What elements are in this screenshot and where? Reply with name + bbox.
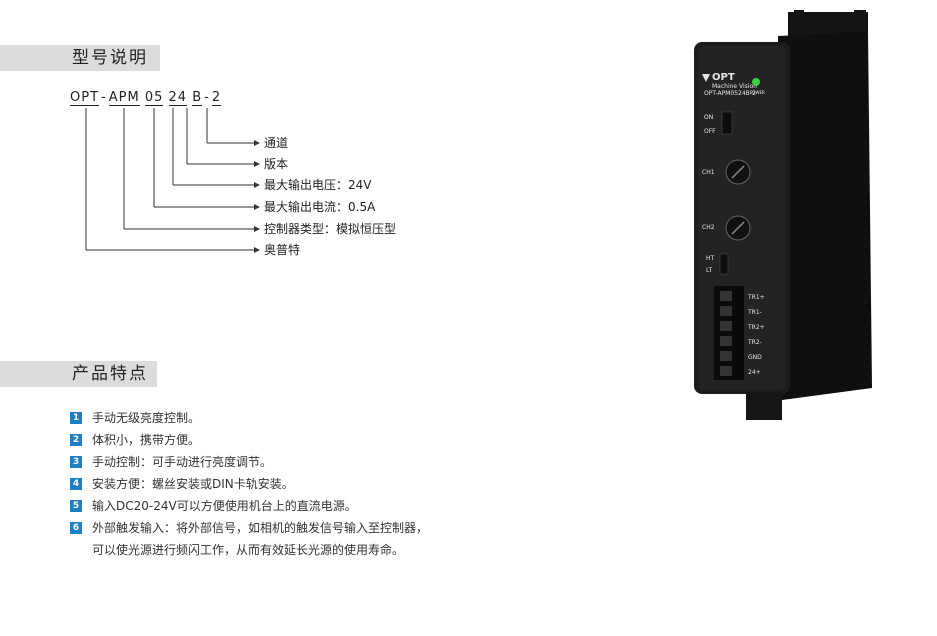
feature-text: 体积小，携带方便。 bbox=[92, 433, 201, 447]
feature-text: 输入DC20-24V可以方便使用机台上的直流电源。 bbox=[92, 499, 357, 513]
terminal-label: TR2- bbox=[747, 339, 762, 346]
ch2-label: CH2 bbox=[702, 224, 715, 231]
model-part-current: 05 bbox=[144, 90, 164, 106]
feature-text: 可以使光源进行频闪工作，从而有效延长光源的使用寿命。 bbox=[92, 543, 405, 557]
model-separator: - bbox=[204, 90, 210, 105]
power-label: POWER bbox=[750, 90, 765, 95]
model-section-header: 型号说明 bbox=[0, 45, 160, 71]
feature-item: 2 体积小，携带方便。 bbox=[70, 429, 428, 451]
model-code: OPT-APM 05 24 B-2 bbox=[70, 90, 222, 106]
terminal-label: TR1+ bbox=[747, 294, 765, 301]
feature-number-badge: 3 bbox=[70, 456, 82, 468]
model-part-channel: 2 bbox=[211, 90, 222, 106]
feature-number-badge: 6 bbox=[70, 522, 82, 534]
model-section-title: 型号说明 bbox=[72, 48, 148, 68]
features-list: 1 手动无级亮度控制。 2 体积小，携带方便。 3 手动控制：可手动进行亮度调节… bbox=[70, 407, 428, 561]
power-switch-icon bbox=[721, 111, 733, 135]
feature-number-badge: 5 bbox=[70, 500, 82, 512]
feature-item: 1 手动无级亮度控制。 bbox=[70, 407, 428, 429]
controller-device-image: OPT Machine Vision OPT-APM0524B-2 POWER … bbox=[694, 10, 872, 420]
callout-controller-type: 控制器类型：模拟恒压型 bbox=[264, 222, 397, 236]
feature-number-badge: 4 bbox=[70, 478, 82, 490]
feature-item: 5 输入DC20-24V可以方便使用机台上的直流电源。 bbox=[70, 495, 428, 517]
ht-label: HT bbox=[706, 255, 715, 262]
opt-logo-icon bbox=[702, 74, 710, 82]
callout-max-voltage: 最大输出电压：24V bbox=[264, 178, 372, 192]
device-tagline: Machine Vision bbox=[712, 83, 757, 90]
features-section-title: 产品特点 bbox=[72, 364, 148, 384]
feature-item-continuation: 可以使光源进行频闪工作，从而有效延长光源的使用寿命。 bbox=[70, 539, 428, 561]
switch-off-label: OFF bbox=[704, 128, 716, 135]
ht-lt-switch-icon bbox=[719, 253, 729, 275]
terminal-label: TR1- bbox=[747, 309, 762, 316]
model-part-opt: OPT bbox=[70, 90, 100, 106]
terminal-block-icon bbox=[714, 286, 744, 380]
terminal-label: TR2+ bbox=[747, 324, 765, 331]
feature-text: 手动控制：可手动进行亮度调节。 bbox=[92, 455, 273, 469]
ch1-label: CH1 bbox=[702, 169, 715, 176]
feature-text: 外部触发输入：将外部信号，如相机的触发信号输入至控制器， bbox=[92, 521, 429, 535]
lt-label: LT bbox=[706, 267, 713, 274]
callout-brand: 奥普特 bbox=[264, 243, 301, 257]
model-separator: - bbox=[101, 90, 107, 105]
feature-item: 3 手动控制：可手动进行亮度调节。 bbox=[70, 451, 428, 473]
features-section-header: 产品特点 bbox=[0, 361, 157, 387]
switch-on-label: ON bbox=[704, 114, 713, 121]
feature-text: 安装方便：螺丝安装或DIN卡轨安装。 bbox=[92, 477, 294, 491]
feature-item: 4 安装方便：螺丝安装或DIN卡轨安装。 bbox=[70, 473, 428, 495]
callout-max-current: 最大输出电流：0.5A bbox=[264, 200, 376, 214]
device-brand: OPT bbox=[712, 72, 735, 83]
feature-number-badge: 1 bbox=[70, 412, 82, 424]
terminal-label: 24+ bbox=[748, 369, 761, 376]
callout-channel: 通道 bbox=[264, 136, 289, 150]
power-led-icon bbox=[752, 78, 760, 86]
device-model-label: OPT-APM0524B-2 bbox=[704, 90, 756, 97]
feature-number-badge: 2 bbox=[70, 434, 82, 446]
model-part-version: B bbox=[192, 90, 203, 106]
model-part-apm: APM bbox=[108, 90, 140, 106]
model-part-voltage: 24 bbox=[168, 90, 188, 106]
callout-version: 版本 bbox=[264, 157, 289, 171]
feature-item: 6 外部触发输入：将外部信号，如相机的触发信号输入至控制器， bbox=[70, 517, 428, 539]
terminal-label: GND bbox=[748, 354, 762, 361]
feature-text: 手动无级亮度控制。 bbox=[92, 411, 201, 425]
